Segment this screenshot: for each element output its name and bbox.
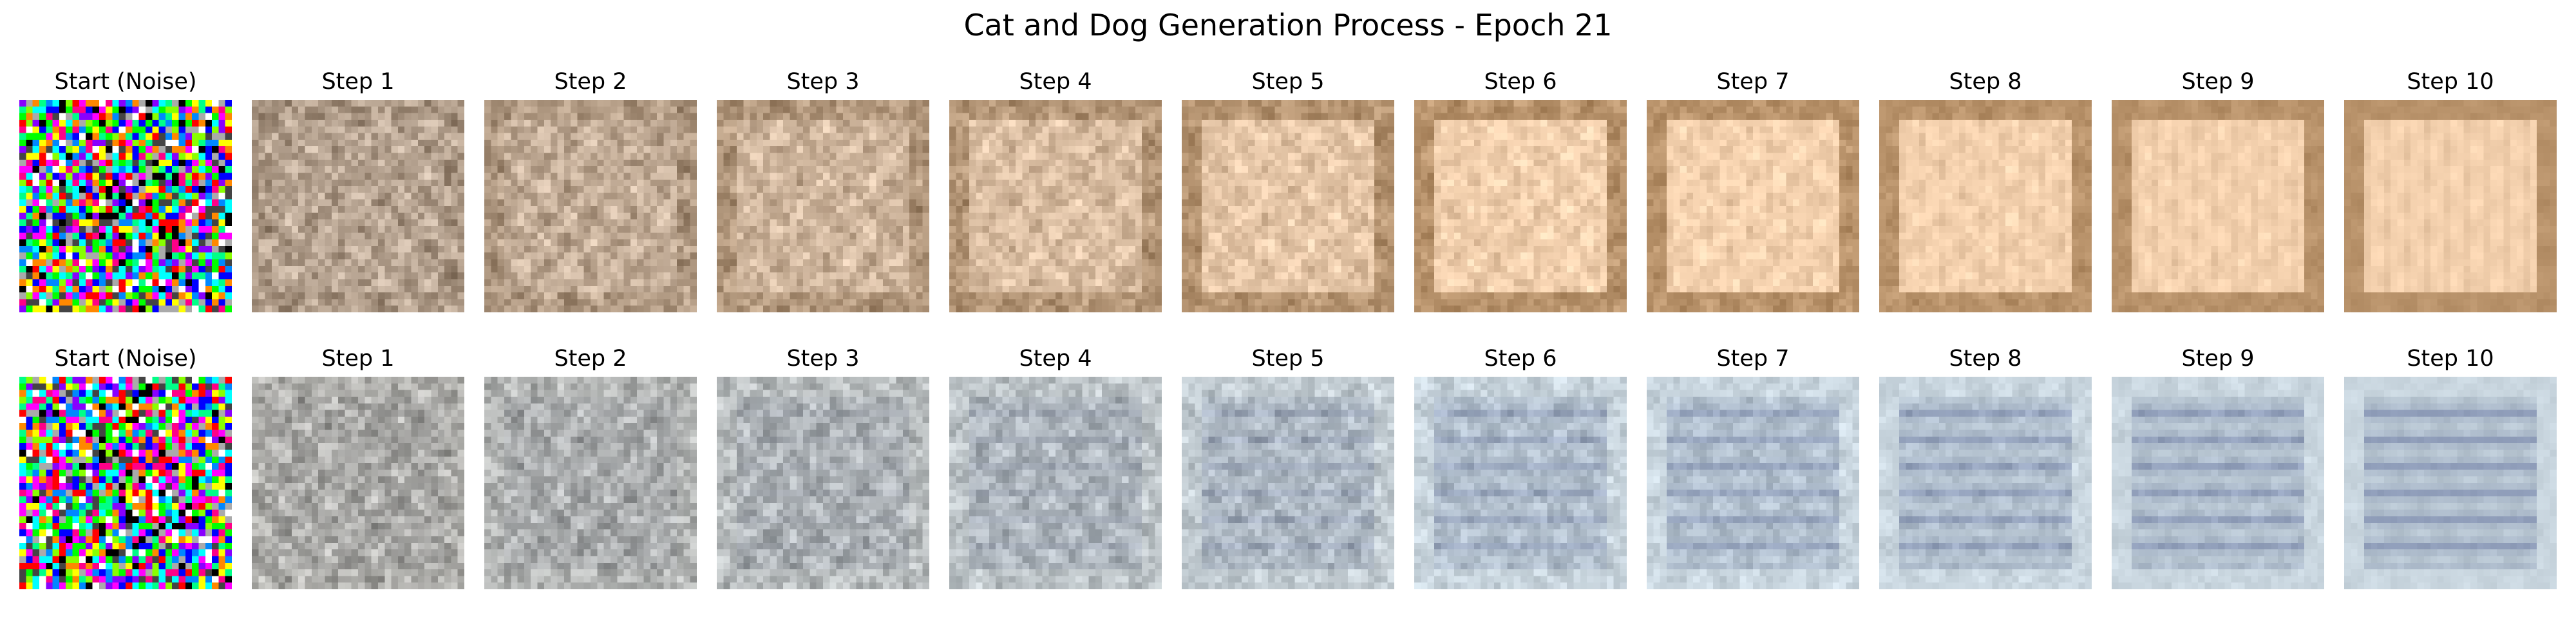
generated-image-row1	[252, 100, 464, 312]
panel-title: Step 8	[1879, 345, 2092, 373]
panel-title: Step 6	[1414, 345, 1627, 373]
panel-title: Step 9	[2112, 68, 2324, 96]
panel-title: Step 6	[1414, 68, 1627, 96]
generated-image-row1	[1879, 100, 2092, 312]
panel-title: Start (Noise)	[19, 68, 232, 96]
panel-title: Step 4	[949, 68, 1162, 96]
panel-title: Step 3	[717, 345, 929, 373]
generated-image-row2	[2344, 377, 2557, 589]
generated-image-row1	[2344, 100, 2557, 312]
generated-image-row2	[484, 377, 697, 589]
generated-image-row1	[484, 100, 697, 312]
generated-image-row1	[949, 100, 1162, 312]
generated-image-row2	[717, 377, 929, 589]
generated-image-row2	[2112, 377, 2324, 589]
panel-title: Step 2	[484, 68, 697, 96]
panel-title: Step 8	[1879, 68, 2092, 96]
panel-title: Step 5	[1182, 68, 1394, 96]
panel-title: Step 2	[484, 345, 697, 373]
panel-title: Step 10	[2344, 68, 2557, 96]
panel-title: Step 5	[1182, 345, 1394, 373]
noise-image-row1	[19, 100, 232, 312]
generated-image-row1	[1647, 100, 1859, 312]
generated-image-row1	[2112, 100, 2324, 312]
generated-image-row2	[1647, 377, 1859, 589]
panel-title: Step 1	[252, 68, 464, 96]
panel-title: Step 10	[2344, 345, 2557, 373]
panel-title: Step 7	[1647, 345, 1859, 373]
panel-title: Step 1	[252, 345, 464, 373]
panel-title: Step 4	[949, 345, 1162, 373]
noise-image-row2	[19, 377, 232, 589]
generated-image-row2	[1414, 377, 1627, 589]
generated-image-row2	[1879, 377, 2092, 589]
generated-image-row1	[717, 100, 929, 312]
figure-title: Cat and Dog Generation Process - Epoch 2…	[0, 6, 2576, 44]
panel-title: Step 3	[717, 68, 929, 96]
generated-image-row2	[252, 377, 464, 589]
generated-image-row1	[1414, 100, 1627, 312]
panel-title: Step 7	[1647, 68, 1859, 96]
panel-title: Start (Noise)	[19, 345, 232, 373]
generated-image-row2	[949, 377, 1162, 589]
generated-image-row2	[1182, 377, 1394, 589]
panel-title: Step 9	[2112, 345, 2324, 373]
generated-image-row1	[1182, 100, 1394, 312]
